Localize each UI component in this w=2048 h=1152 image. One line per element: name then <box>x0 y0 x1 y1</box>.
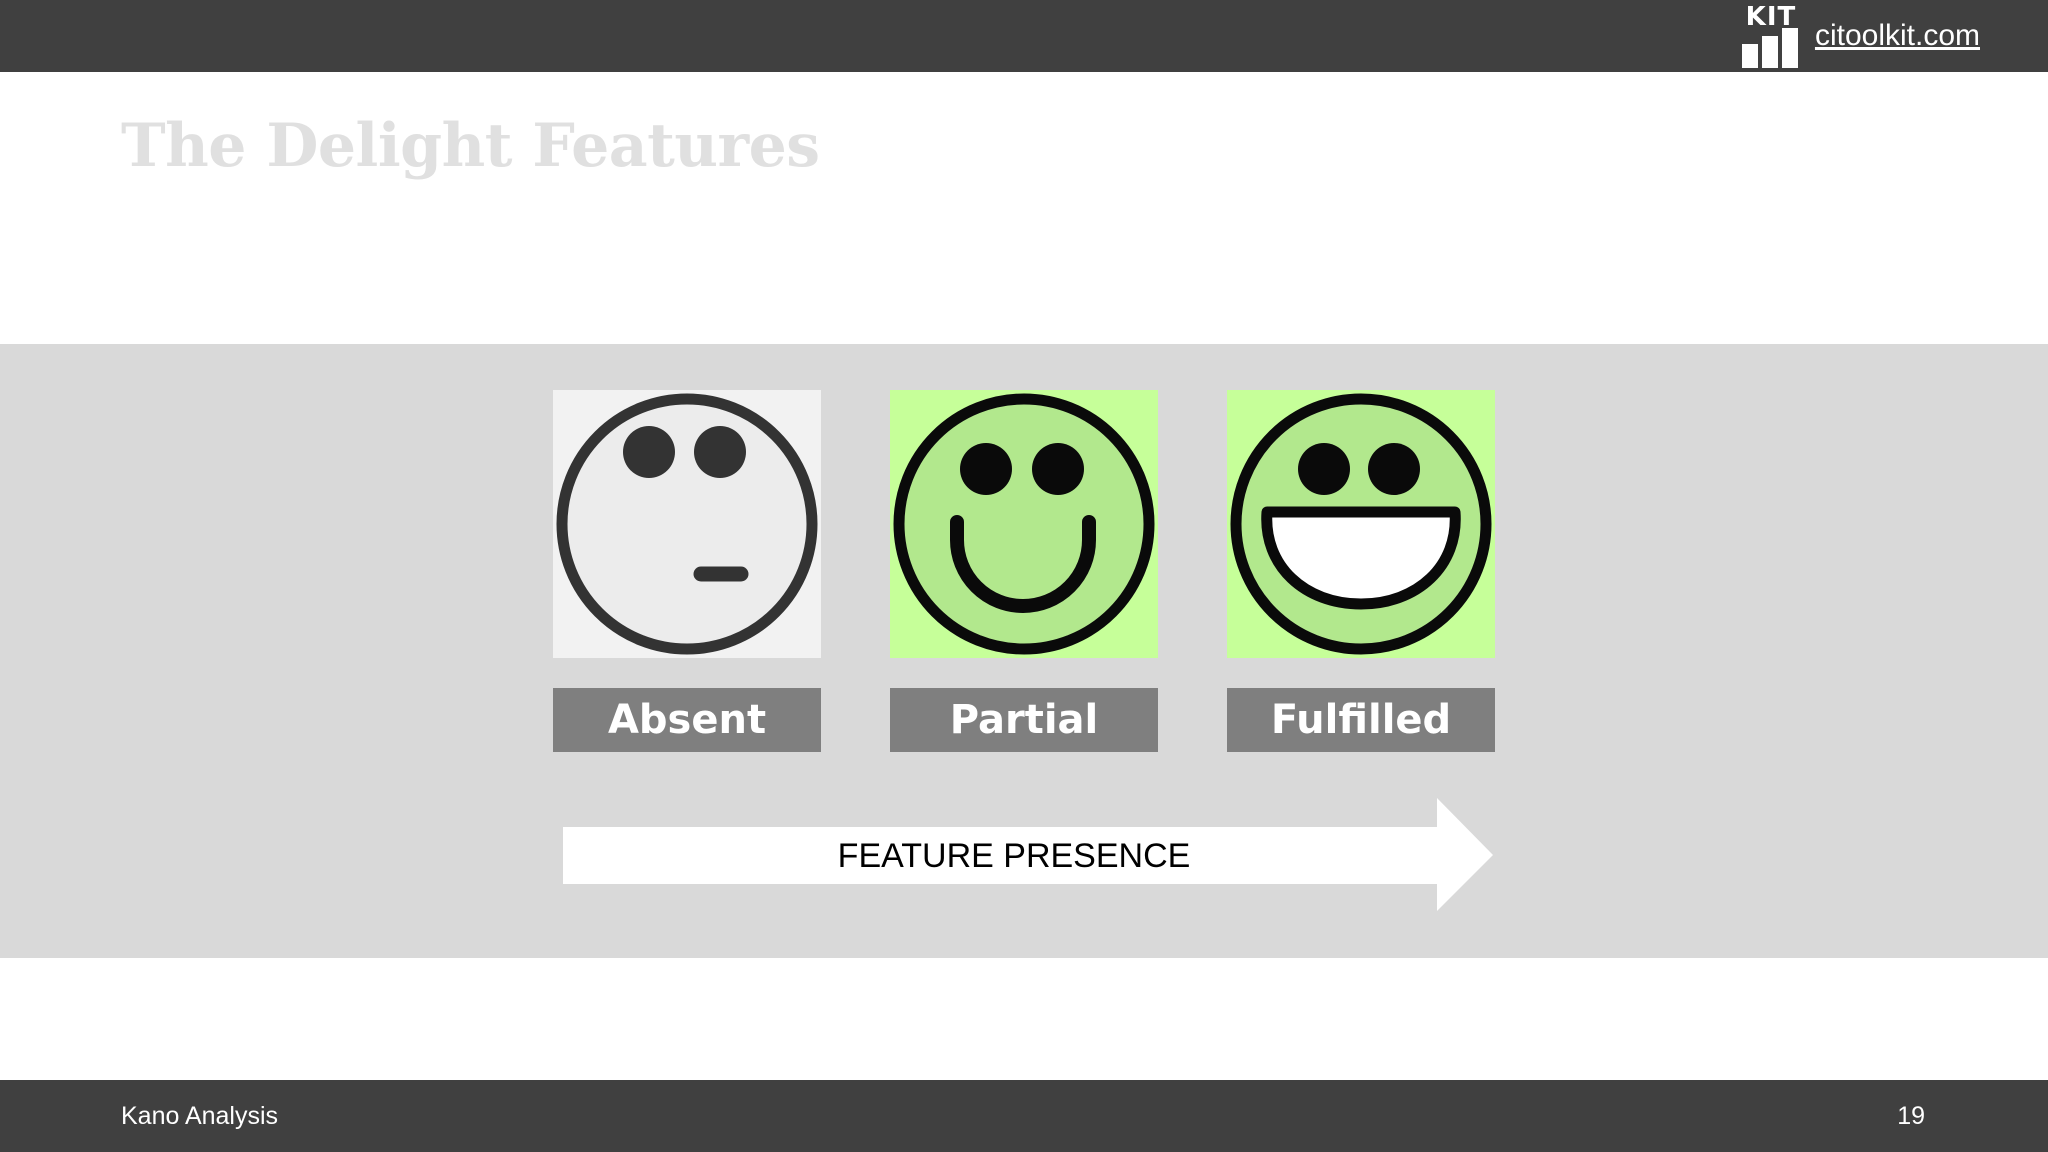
label-fulfilled: Fulfilled <box>1227 688 1495 752</box>
bar-chart-icon <box>1741 28 1798 68</box>
face-tile-absent <box>553 390 821 658</box>
slide-title: The Delight Features <box>121 111 820 181</box>
smiling-face-icon <box>890 390 1158 658</box>
face-tile-fulfilled <box>1227 390 1495 658</box>
arrow-label: FEATURE PRESENCE <box>837 837 1191 875</box>
grinning-face-icon <box>1227 390 1495 658</box>
brand: KIT citoolkit.com <box>1741 2 1980 68</box>
neutral-face-icon <box>553 390 821 658</box>
top-bar: KIT citoolkit.com <box>0 0 2048 72</box>
label-absent: Absent <box>553 688 821 752</box>
footer-title: Kano Analysis <box>121 1102 279 1130</box>
label-partial: Partial <box>890 688 1158 752</box>
bottom-bar: Kano Analysis 19 <box>0 1080 2048 1152</box>
right-arrow-icon <box>563 798 1493 911</box>
kit-logo: KIT <box>1741 2 1801 68</box>
face-tile-partial <box>890 390 1158 658</box>
page-number: 19 <box>1897 1102 1925 1130</box>
logo-text: KIT <box>1745 2 1797 32</box>
feature-presence-arrow: FEATURE PRESENCE <box>563 798 1495 913</box>
site-link[interactable]: citoolkit.com <box>1814 19 1980 52</box>
